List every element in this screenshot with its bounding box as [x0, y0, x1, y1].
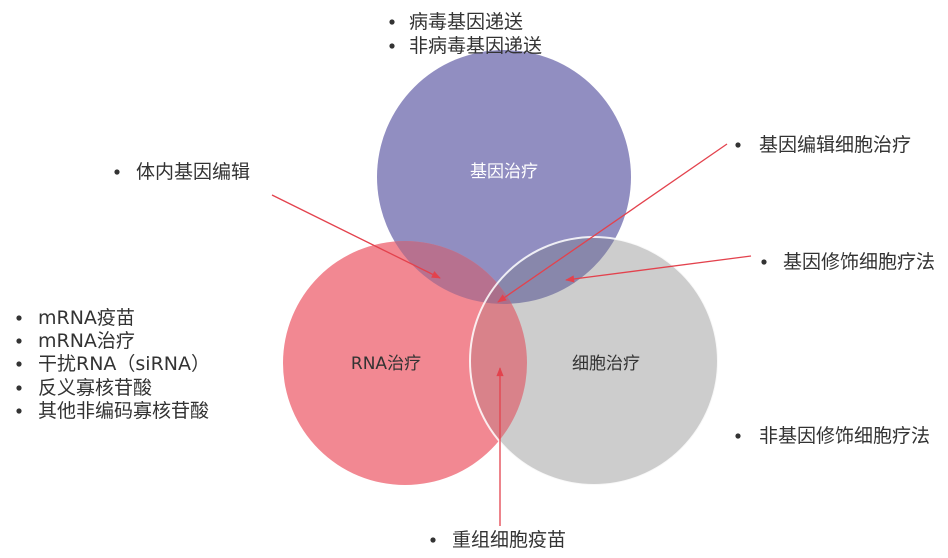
cell-therapy-list: 非基因修饰细胞疗法	[735, 425, 930, 447]
overlap-gene-cell	[470, 237, 631, 304]
callout-non-gene-modified-cell-therapy: 非基因修饰细胞疗法	[759, 425, 930, 447]
bullet-icon	[114, 169, 120, 175]
list-item: mRNA疫苗	[38, 307, 135, 329]
rna-therapy-list: mRNA疫苗 mRNA治疗 干扰RNA（siRNA） 反义寡核苷酸 其他非编码寡…	[16, 307, 210, 422]
list-item: 其他非编码寡核苷酸	[38, 400, 209, 422]
bullet-icon	[735, 142, 741, 148]
recombinant-vaccine-callout: 重组细胞疫苗	[430, 529, 566, 551]
bullet-icon	[16, 408, 22, 414]
list-item: 反义寡核苷酸	[38, 377, 152, 399]
bullet-icon	[16, 338, 22, 344]
bullet-icon	[389, 19, 395, 25]
gene-edited-cell-callout: 基因编辑细胞治疗	[735, 134, 911, 156]
cell-therapy-circle-outline	[469, 236, 719, 486]
bullet-icon	[761, 259, 767, 265]
in-vivo-editing-callout: 体内基因编辑	[114, 161, 250, 183]
arrow-in-vivo-gene-editing	[271, 194, 441, 279]
bullet-icon	[16, 315, 22, 321]
rna-therapy-circle	[283, 241, 527, 485]
callout-gene-modified-cell-therapy: 基因修饰细胞疗法	[783, 251, 935, 273]
rna-therapy-label: RNA治疗	[351, 354, 421, 374]
gene-therapy-label: 基因治疗	[470, 162, 538, 182]
callout-viral-gene-delivery: 病毒基因递送	[409, 11, 523, 33]
list-item: 干扰RNA（siRNA）	[38, 353, 210, 375]
callout-in-vivo-gene-editing: 体内基因编辑	[136, 161, 250, 183]
callout-recombinant-cell-vaccine: 重组细胞疫苗	[452, 529, 566, 551]
bullet-icon	[16, 385, 22, 391]
cell-therapy-label: 细胞治疗	[572, 354, 640, 374]
circle-labels: 基因治疗 RNA治疗 细胞治疗	[351, 162, 640, 374]
arrows	[271, 143, 752, 526]
list-item: mRNA治疗	[38, 330, 135, 352]
bullet-icon	[389, 43, 395, 49]
overlap-gene-cell-region	[470, 237, 631, 304]
callout-gene-edited-cell-therapy: 基因编辑细胞治疗	[759, 134, 911, 156]
callouts: 病毒基因递送 非病毒基因递送 体内基因编辑 基因编辑细胞治疗 基因修饰细胞疗法 …	[16, 11, 935, 551]
bullet-icon	[16, 361, 22, 367]
gene-therapy-list: 病毒基因递送 非病毒基因递送	[389, 11, 542, 57]
venn-circles	[283, 50, 719, 486]
callout-non-viral-gene-delivery: 非病毒基因递送	[409, 35, 542, 57]
bullet-icon	[430, 537, 436, 543]
gene-modified-cell-callout: 基因修饰细胞疗法	[761, 251, 935, 273]
bullet-icon	[735, 433, 741, 439]
arrow-gene-modified-cell-therapy	[565, 255, 752, 283]
arrow-gene-edited-cell-therapy	[497, 143, 728, 303]
